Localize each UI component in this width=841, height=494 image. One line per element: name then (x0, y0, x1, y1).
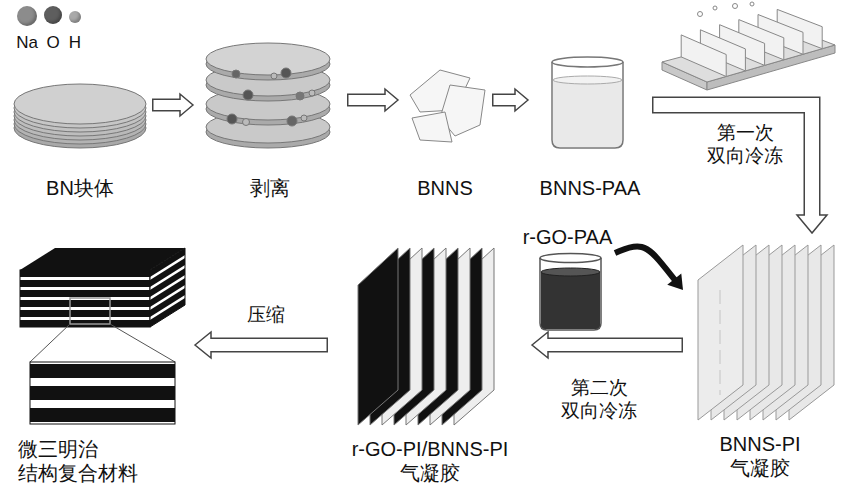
composite-aerogel (358, 248, 494, 425)
arrow-fill (546, 339, 682, 351)
process-stage: 剥离 (195, 45, 345, 200)
caption-group: BNNS-PI 气凝胶 (685, 432, 835, 480)
flow-arrow (347, 89, 398, 111)
flow-arrow (492, 89, 528, 111)
process-stage: 微三明治 结构复合材料 (8, 240, 193, 485)
caption-group: BNNS (400, 176, 490, 200)
arrow-fill (494, 95, 518, 105)
beaker (552, 57, 623, 148)
arrow-head (797, 215, 827, 233)
atom-swatch (17, 6, 37, 26)
flow-arrow (532, 332, 683, 358)
process-stage: r-GO-PAA (522, 225, 613, 335)
beaker-dark (540, 254, 601, 331)
step-label: 压缩 (234, 303, 298, 328)
flow-arrow (195, 332, 328, 358)
arrow-fill (349, 95, 388, 105)
flow-arrow (652, 105, 827, 233)
process-stage: BNNS-PAA (530, 45, 650, 200)
stage-caption: 剥离 (250, 176, 290, 200)
process-stage: BNNS-PI 气凝胶 (685, 235, 835, 480)
curved-arrow (615, 246, 676, 280)
arrow-head (195, 332, 211, 358)
caption-group: r-GO-PI/BNNS-PI 气凝胶 (330, 437, 530, 485)
caption-group: BN块体 (10, 176, 150, 200)
stage-caption: r-GO-PAA (523, 225, 613, 249)
exfoliated-layers (206, 43, 330, 148)
bnns-flakes (410, 70, 485, 142)
atom-label: H (69, 34, 81, 51)
caption-group: 微三明治 结构复合材料 (8, 437, 203, 485)
bnns-pi-aerogel (698, 245, 834, 420)
step-label: 第二次 双向冷冻 (552, 376, 646, 424)
stage-caption: BNNS-PI 气凝胶 (705, 432, 815, 480)
caption-group: BNNS-PAA (530, 176, 650, 200)
caption-group: r-GO-PAA (522, 225, 613, 249)
sandwich-composite (20, 248, 185, 424)
process-stage: BNNS (400, 60, 490, 200)
freezing-mold (662, 2, 835, 90)
bn-bulk-disc (14, 84, 146, 148)
arrow-outline (652, 105, 812, 215)
atom-swatch (69, 11, 81, 23)
stage-caption: BN块体 (46, 176, 114, 200)
step-label: 第一次 双向冷冻 (698, 121, 792, 169)
arrow-fill (654, 105, 813, 217)
atom-swatch (44, 6, 62, 24)
process-stage: r-GO-PI/BNNS-PI 气凝胶 (330, 240, 530, 485)
arrow-fill (154, 100, 183, 110)
stage-caption: r-GO-PI/BNNS-PI 气凝胶 (340, 437, 520, 485)
arrow-head (532, 332, 548, 358)
arrow-fill (209, 339, 327, 351)
caption-group: 剥离 (195, 176, 345, 200)
flow-arrow (615, 246, 683, 290)
arrow-head (667, 273, 683, 290)
atom-label: Na (16, 34, 38, 51)
stage-caption: BNNS-PAA (540, 176, 641, 200)
atom-label: O (46, 34, 59, 51)
stage-caption: 微三明治 结构复合材料 (18, 437, 158, 485)
stage-caption: BNNS (417, 176, 473, 200)
process-stage: BN块体 (10, 55, 150, 200)
flow-arrow (152, 94, 193, 116)
